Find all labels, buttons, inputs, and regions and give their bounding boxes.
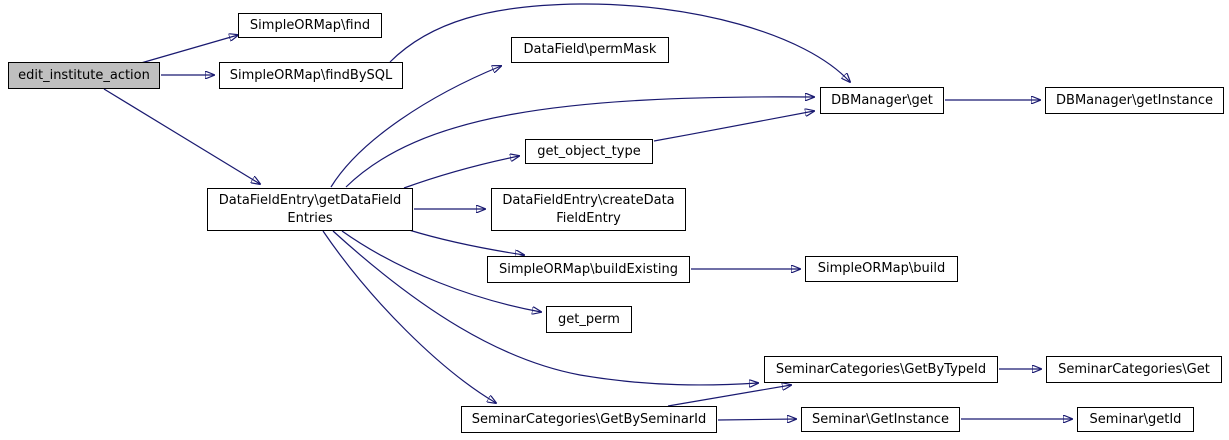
node-get-object-type[interactable]: get_object_type: [525, 139, 653, 164]
edge-datafieldentry_getdatafieldentries-to-simpleormap_buildexisting: [408, 229, 524, 255]
edge-datafieldentry_getdatafieldentries-to-seminarcategories_getbytypeid: [332, 230, 758, 385]
node-simpleormap-findbysql[interactable]: SimpleORMap\findBySQL: [219, 62, 403, 89]
node-datafieldentry-getdatafieldentries[interactable]: DataFieldEntry\getDataField Entries: [207, 188, 413, 231]
edge-datafieldentry_getdatafieldentries-to-get_perm: [341, 230, 541, 312]
edge-datafieldentry_getdatafieldentries-to-seminarcategories_getbyseminarid: [322, 230, 496, 403]
node-seminarcategories-getbytypeid[interactable]: SeminarCategories\GetByTypeId: [764, 356, 998, 383]
node-dbmanager-get[interactable]: DBManager\get: [820, 87, 944, 114]
edge-seminarcategories_getbyseminarid-to-seminarcategories_getbytypeid: [667, 385, 791, 407]
node-datafield-permmask[interactable]: DataField\permMask: [511, 37, 669, 63]
node-simpleormap-find[interactable]: SimpleORMap\find: [238, 13, 382, 38]
edge-seminarcategories_getbyseminarid-to-seminar_getinstance: [717, 419, 796, 420]
node-dbmanager-getinstance[interactable]: DBManager\getInstance: [1045, 87, 1224, 114]
node-seminarcategories-getbyseminarid[interactable]: SeminarCategories\GetBySeminarId: [461, 406, 717, 433]
edge-datafieldentry_getdatafieldentries-to-get_object_type: [403, 156, 519, 189]
node-seminarcategories-get[interactable]: SeminarCategories\Get: [1046, 356, 1222, 383]
node-simpleormap-buildexisting[interactable]: SimpleORMap\buildExisting: [487, 256, 690, 283]
node-datafieldentry-createdatafieldentry[interactable]: DataFieldEntry\createData FieldEntry: [491, 188, 686, 231]
edge-simpleormap_findbysql-to-dbmanager_get: [389, 3, 850, 82]
edge-datafieldentry_getdatafieldentries-to-dbmanager_get: [345, 97, 814, 188]
node-get-perm[interactable]: get_perm: [546, 306, 632, 333]
node-simpleormap-build[interactable]: SimpleORMap\build: [805, 256, 958, 282]
node-seminar-getid[interactable]: Seminar\getId: [1077, 407, 1194, 432]
node-edit-institute-action[interactable]: edit_institute_action: [8, 62, 160, 89]
edge-get_object_type-to-dbmanager_get: [653, 111, 814, 142]
edge-edit_institute_action-to-simpleormap_find: [140, 35, 238, 64]
edge-edit_institute_action-to-datafieldentry_getdatafieldentries: [103, 88, 260, 184]
edge-datafieldentry_getdatafieldentries-to-datafield_permmask: [330, 66, 501, 188]
node-seminar-getinstance[interactable]: Seminar\GetInstance: [801, 407, 960, 432]
